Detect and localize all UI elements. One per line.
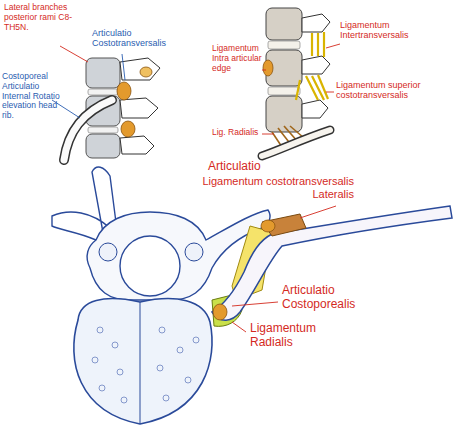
spine-lateral-view	[52, 46, 160, 160]
part-label: Ligamentum Intra articular edge	[212, 44, 262, 73]
spine-ligament-view	[262, 8, 340, 156]
part-label: Lig. Radialis	[212, 128, 260, 138]
part-label: Articulatio	[208, 160, 328, 174]
part-label: Lateral branches posterior rami C8-TH5N.	[4, 3, 86, 32]
part-label: Ligamentum Radialis	[250, 322, 330, 350]
part-label: Ligamentum Intertransversalis	[340, 20, 420, 41]
part-label: Articulatio Costotransversalis	[92, 28, 164, 49]
part-label: Ligamentum superior costotransversalis	[336, 80, 428, 101]
part-label: Costoporeal Articulatio Internal Rotatio…	[2, 72, 62, 121]
part-label: Articulatio Costoporealis	[282, 284, 402, 312]
part-label: Ligamentum costotransversalis Lateralis	[178, 175, 354, 200]
vertebra-superior-view	[52, 167, 452, 424]
